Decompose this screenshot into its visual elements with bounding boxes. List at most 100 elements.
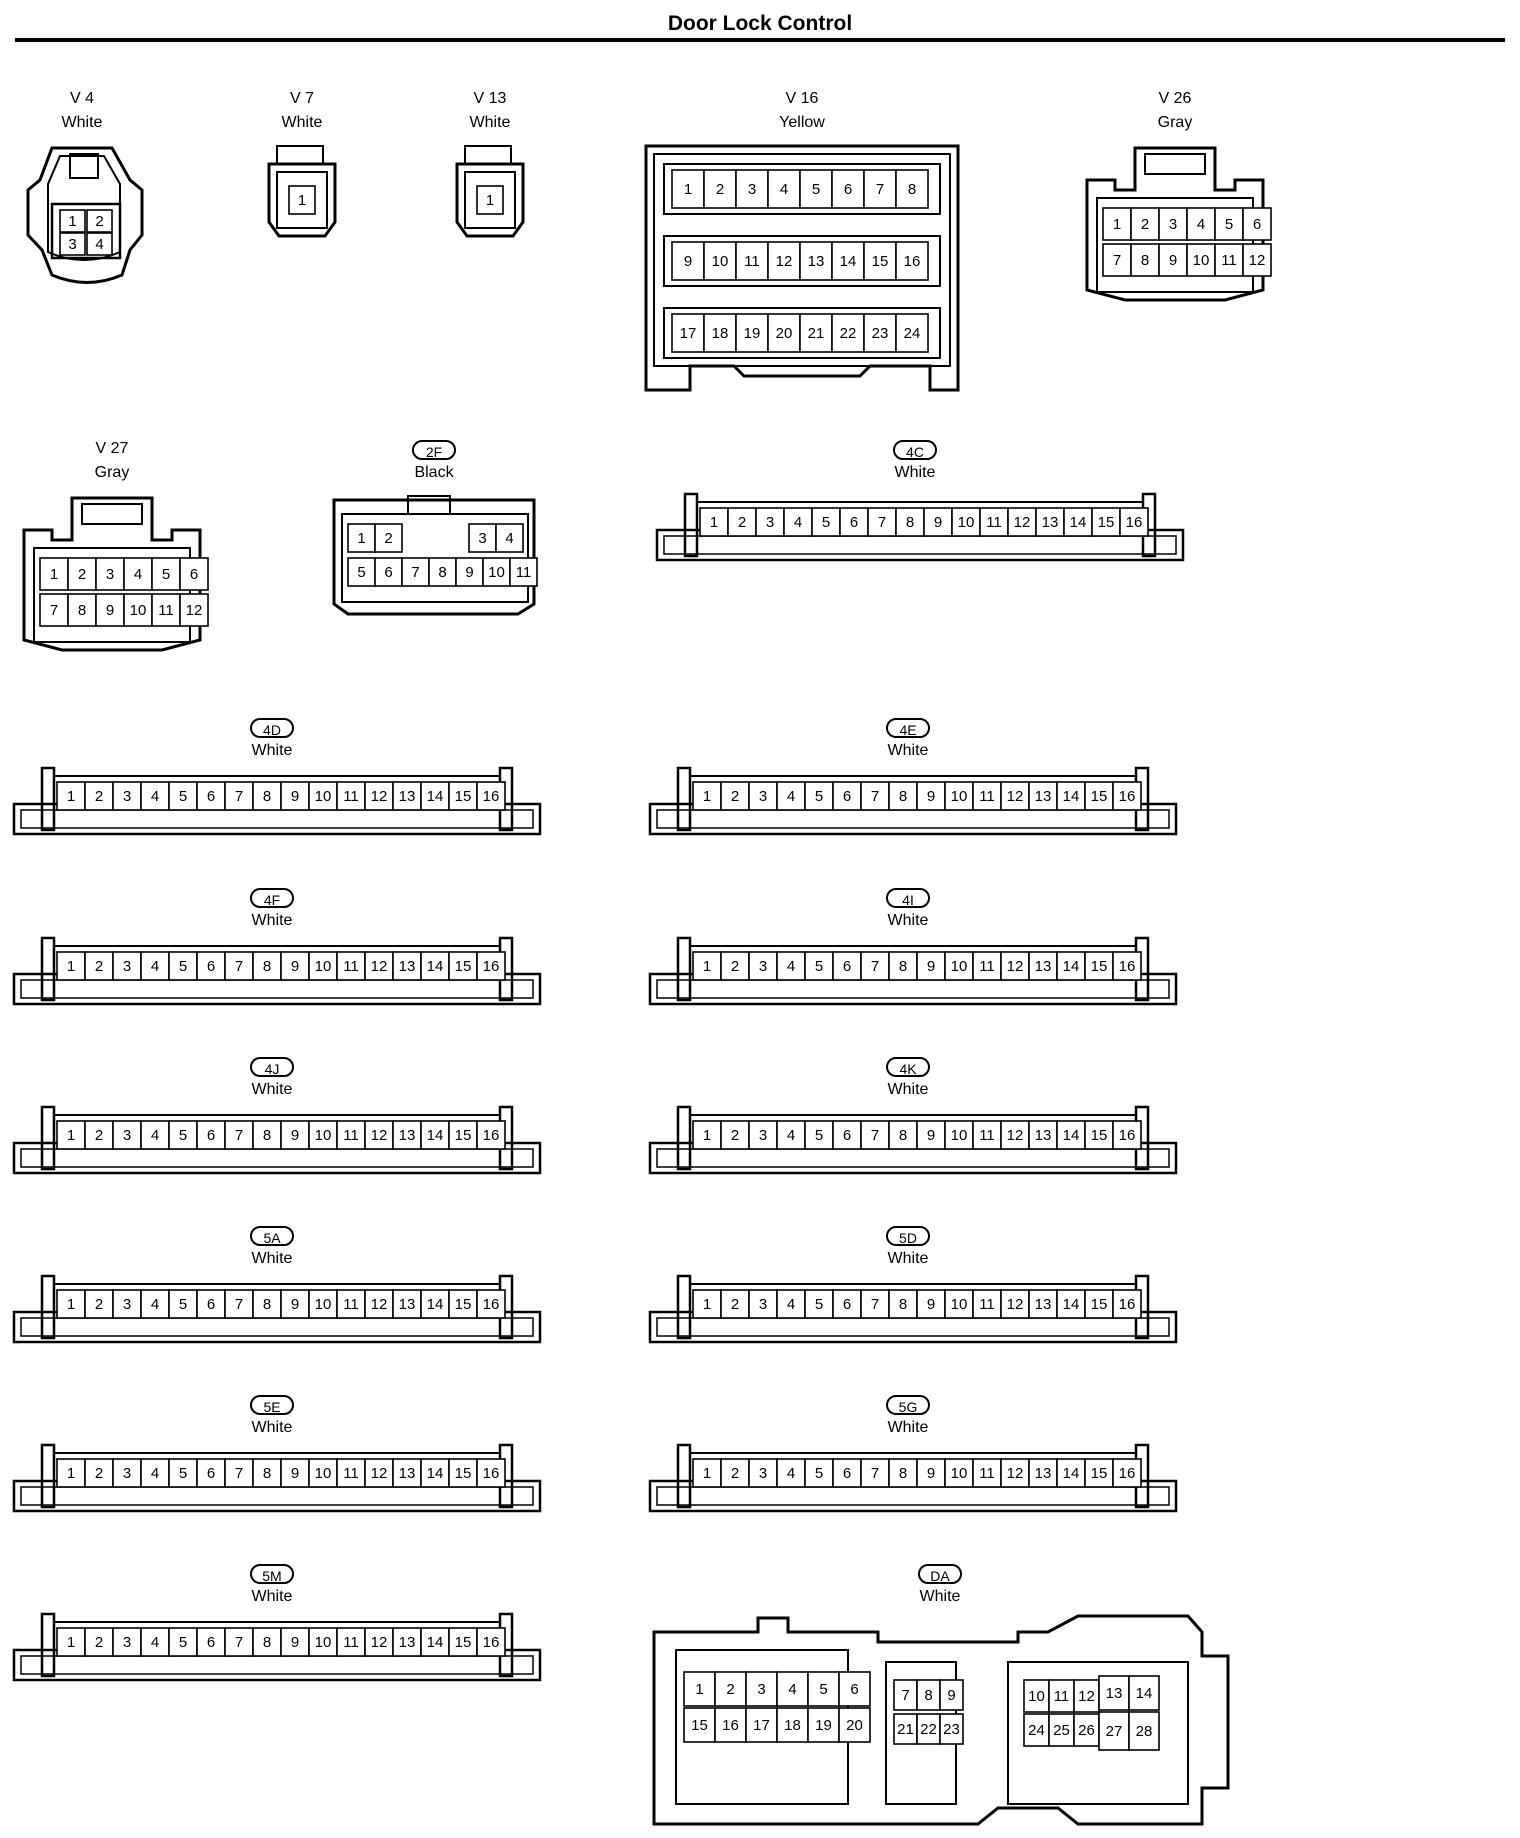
pin-number: 7	[871, 1465, 879, 1482]
pin-cell: 3	[1158, 207, 1188, 241]
pin-number: 2	[95, 1296, 103, 1313]
pin-number: 10	[1028, 1688, 1045, 1705]
pin-number: 10	[488, 564, 505, 581]
pin-cell: 1	[1102, 207, 1132, 241]
pin-cell: 1	[683, 1671, 716, 1707]
pin-cell: 9	[280, 1289, 310, 1319]
pin-cell: 6	[196, 1120, 226, 1150]
pin-number: 10	[951, 1127, 968, 1144]
pin-number: 21	[808, 325, 825, 342]
pin-number: 10	[315, 1296, 332, 1313]
pin-number: 24	[904, 325, 921, 342]
pin-cell: 10	[703, 241, 737, 281]
pin-number: 11	[343, 788, 359, 805]
pin-cell: 2	[84, 781, 114, 811]
pin-number: 7	[871, 1296, 879, 1313]
pin-number: 17	[680, 325, 697, 342]
pin-number: 4	[788, 1681, 796, 1698]
c4d-code-badge: 4D	[250, 718, 294, 738]
pin-cell: 11	[509, 557, 538, 587]
pin-number: 1	[703, 1127, 711, 1144]
pin-cell: 2	[374, 523, 403, 553]
pin-cell: 16	[1112, 951, 1142, 981]
pin-number: 13	[808, 253, 825, 270]
pin-number: 13	[399, 1634, 416, 1651]
pin-cell: 15	[1084, 781, 1114, 811]
pin-cell: 13	[392, 781, 422, 811]
pin-number: 4	[151, 1127, 159, 1144]
pin-cell: 2	[720, 1120, 750, 1150]
pin-cell: 1	[692, 781, 722, 811]
pin-cell: 5	[804, 1289, 834, 1319]
pin-cell: 15	[448, 951, 478, 981]
pin-cell: 3	[748, 951, 778, 981]
pin-number: 5	[162, 566, 170, 583]
pin-cell: 7	[224, 1627, 254, 1657]
pin-cell: 3	[112, 1627, 142, 1657]
pin-cell: 16	[476, 781, 506, 811]
pin-number: 7	[871, 958, 879, 975]
c4i-color-label: White	[887, 912, 929, 929]
pin-cell: 13	[392, 951, 422, 981]
pin-number: 12	[1078, 1688, 1095, 1705]
pin-number: 10	[315, 958, 332, 975]
pin-cell: 16	[895, 241, 929, 281]
pin-cell: 9	[916, 781, 946, 811]
pin-number: 25	[1053, 1722, 1070, 1739]
pin-cell: 14	[420, 951, 450, 981]
pin-number: 3	[478, 530, 486, 547]
pin-cell: 11	[336, 951, 366, 981]
pin-number: 7	[235, 1296, 243, 1313]
pin-cell: 12	[364, 951, 394, 981]
pin-cell: 1	[56, 1458, 86, 1488]
pin-number: 5	[815, 958, 823, 975]
pin-number: 10	[130, 602, 147, 619]
pin-cell: 2	[720, 951, 750, 981]
pin-number: 9	[291, 1465, 299, 1482]
pin-cell: 1	[692, 1289, 722, 1319]
pin-cell: 26	[1073, 1713, 1100, 1747]
pin-cell: 5	[168, 1289, 198, 1319]
pin-cell: 13	[1028, 951, 1058, 981]
pin-number: 5	[822, 514, 830, 531]
pin-number: 7	[235, 1465, 243, 1482]
pin-number: 21	[897, 1721, 914, 1738]
pin-cell: 13	[1098, 1675, 1130, 1711]
pin-cell: 14	[831, 241, 865, 281]
pin-number: 14	[427, 1465, 444, 1482]
c5m-code-badge: 5M	[250, 1564, 294, 1584]
pin-number: 15	[1091, 1465, 1108, 1482]
pin-number: 8	[899, 1127, 907, 1144]
latch-left	[676, 1274, 692, 1340]
latch-left	[676, 1105, 692, 1171]
pin-cell: 9	[455, 557, 484, 587]
pin-cell: 1	[288, 185, 316, 215]
v27-color-label: Gray	[94, 464, 130, 481]
pin-cell: 2	[84, 1627, 114, 1657]
pin-cell: 7	[224, 1458, 254, 1488]
pin-number: 8	[263, 958, 271, 975]
pin-cell: 3	[748, 781, 778, 811]
pin-number: 15	[872, 253, 889, 270]
pin-cell: 8	[252, 781, 282, 811]
pin-number: 11	[744, 253, 760, 270]
pin-cell: 1	[699, 507, 729, 537]
pin-cell: 7	[224, 1120, 254, 1150]
pin-number: 8	[263, 1296, 271, 1313]
pin-number: 8	[263, 1634, 271, 1651]
pin-cell: 6	[832, 1289, 862, 1319]
pin-cell: 6	[1242, 207, 1272, 241]
pin-number: 9	[291, 788, 299, 805]
pin-number: 2	[716, 181, 724, 198]
pin-cell: 15	[1084, 1120, 1114, 1150]
v4-code-label: V 4	[69, 90, 94, 107]
pin-number: 5	[179, 1634, 187, 1651]
pin-number: 2	[384, 530, 392, 547]
pin-cell: 21	[799, 313, 833, 353]
pin-cell: 14	[420, 781, 450, 811]
c5e-code-badge: 5E	[250, 1395, 294, 1415]
pin-number: 6	[843, 1127, 851, 1144]
pin-cell: 6	[832, 951, 862, 981]
